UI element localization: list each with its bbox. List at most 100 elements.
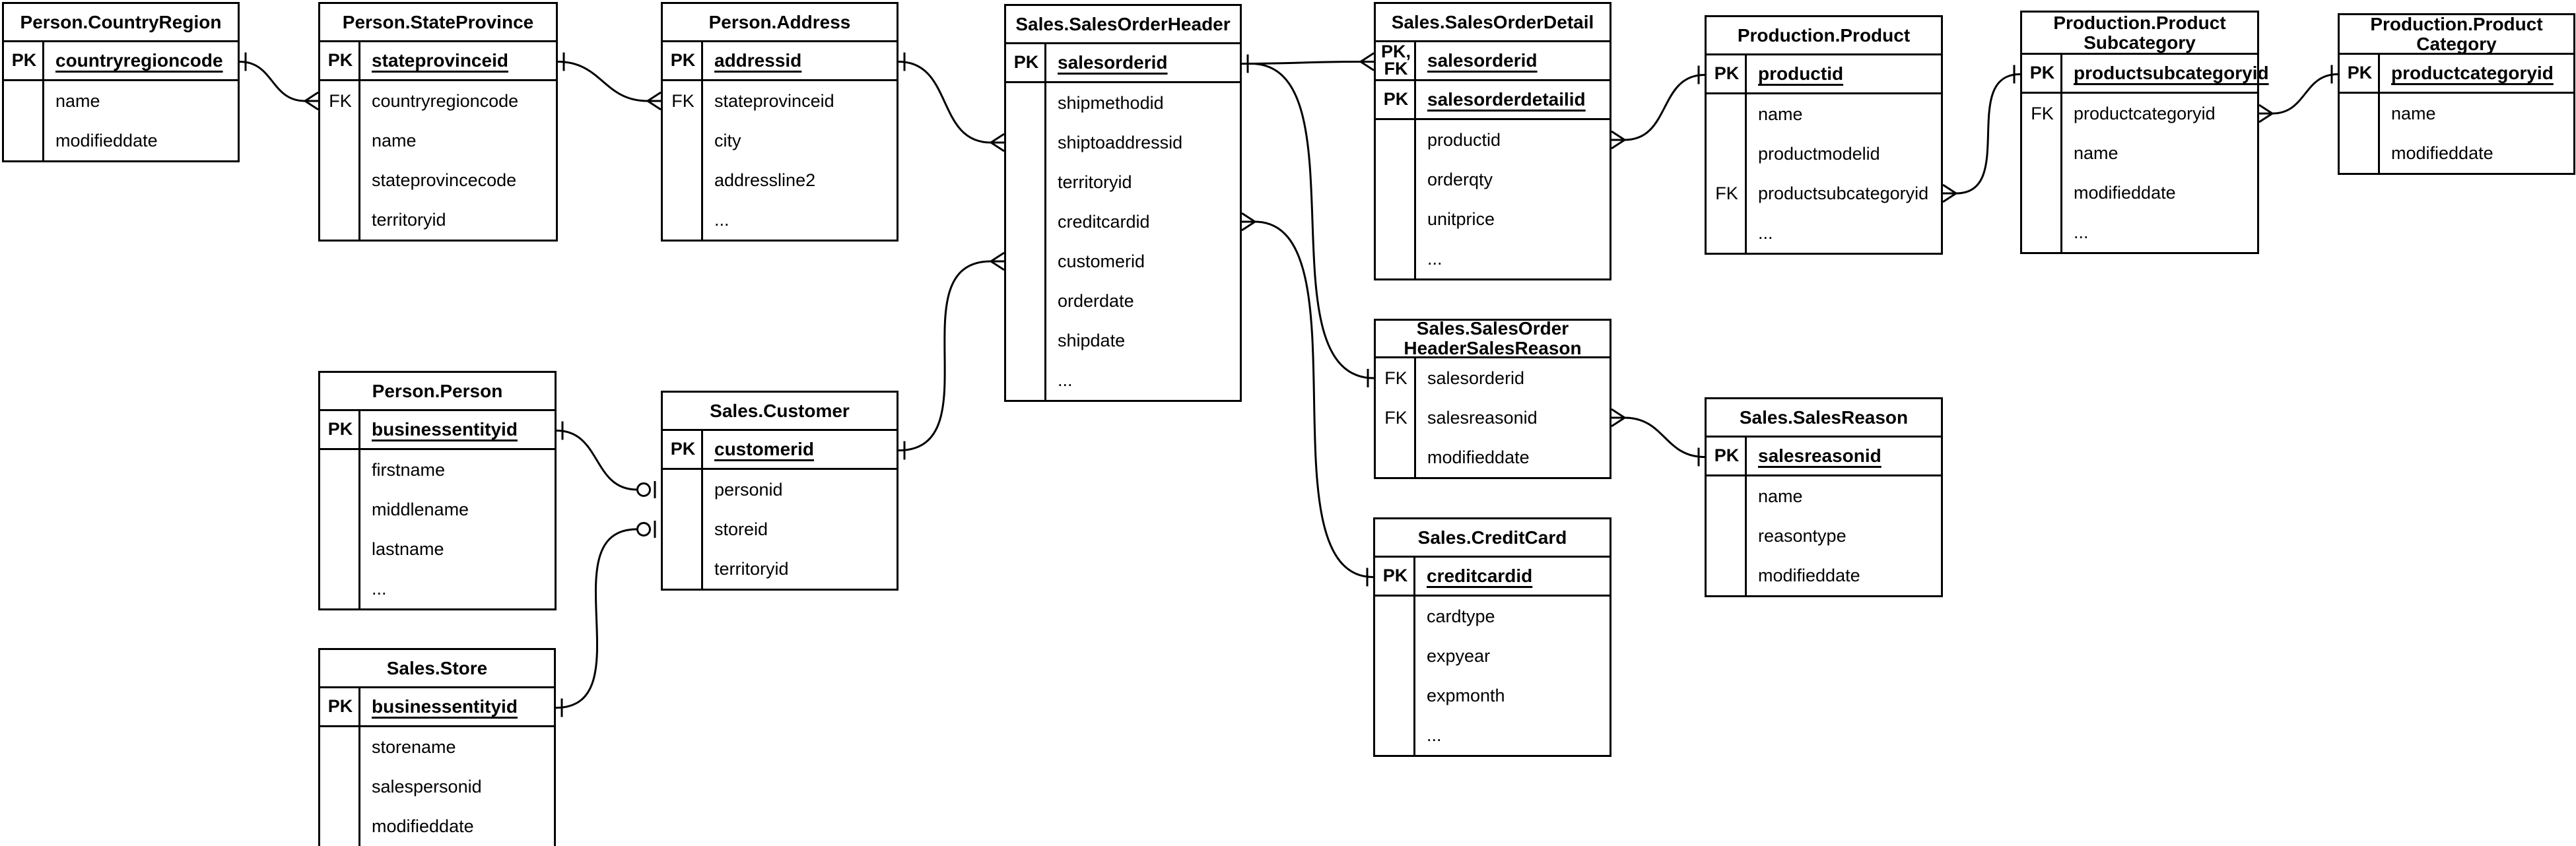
attribute-row: reasontype — [1707, 516, 1941, 556]
key-field: creditcardid — [1427, 566, 1533, 586]
entity-title: Production.Product — [1707, 17, 1941, 55]
cardinality-zero-circle-sales_store-sales_customer[interactable] — [636, 522, 651, 537]
attr-field: name — [1758, 486, 1803, 506]
relationship-sales_salesorderheadersalesreason-sales_salesreason[interactable] — [1624, 416, 1705, 458]
attribute-row: ... — [320, 569, 555, 608]
attribute-row: orderdate — [1006, 281, 1240, 321]
key-field: addressid — [714, 50, 802, 71]
attribute-row: addressline2 — [663, 160, 897, 200]
attr-field: orderdate — [1058, 290, 1134, 311]
cardinality-many-crowfoot-person_stateprovince-person_address[interactable] — [646, 91, 661, 111]
cardinality-many-crowfoot-sales_salesorderdetail-production_product[interactable] — [1611, 130, 1627, 150]
attribute-row: name — [2022, 133, 2257, 173]
gutter-divider — [2060, 55, 2062, 252]
attribute-row: creditcardid — [1006, 202, 1240, 242]
attribute-row: city — [663, 121, 897, 160]
attr-field: city — [714, 130, 741, 150]
attr-field: personid — [714, 479, 783, 500]
attribute-row: shipmethodid — [1006, 83, 1240, 123]
attr-field: name — [1758, 104, 1803, 124]
attribute-row: middlename — [320, 490, 555, 529]
key-field: stateprovinceid — [372, 50, 508, 71]
attribute-row: territoryid — [1006, 162, 1240, 202]
gutter-divider — [2378, 55, 2380, 173]
cardinality-many-crowfoot-production_product-production_productsubcategory[interactable] — [1942, 183, 1958, 203]
entity-title: Sales.CreditCard — [1375, 519, 1610, 558]
attr-field: ... — [372, 578, 387, 599]
attr-field: storename — [372, 736, 456, 757]
relationship-sales_salesorderheader-sales_salesorderheadersalesreason[interactable] — [1250, 63, 1374, 379]
key-tag: PK — [327, 696, 353, 717]
cardinality-many-crowfoot-sales_salesorderheader-sales_creditcard[interactable] — [1241, 212, 1257, 232]
relationship-sales_salesorderheader-sales_creditcard[interactable] — [1254, 220, 1374, 578]
cardinality-many-crowfoot-person_address-sales_salesorderheader[interactable] — [989, 133, 1005, 152]
entity-title: Sales.SalesOrder HeaderSalesReason — [1376, 319, 1610, 358]
attr-field: expmonth — [1427, 685, 1505, 705]
cardinality-many-crowfoot-sales_salesorderheadersalesreason-sales_salesreason[interactable] — [1611, 408, 1627, 428]
cardinality-many-crowfoot-person_countryregion-person_stateprovince[interactable] — [303, 91, 319, 111]
cardinality-many-crowfoot-sales_customer-sales_salesorderheader[interactable] — [989, 251, 1005, 271]
key-field: salesreasonid — [1758, 445, 1881, 466]
attribute-row: ... — [1375, 715, 1610, 755]
attribute-row: name — [2340, 94, 2573, 133]
cardinality-zero-circle-person_person-sales_customer[interactable] — [636, 482, 651, 497]
gutter-divider — [701, 42, 703, 240]
entity-title: Person.Address — [663, 4, 897, 42]
relationship-sales_customer-sales_salesorderheader[interactable] — [898, 260, 992, 451]
relationship-sales_store-sales_customer[interactable] — [555, 528, 638, 709]
attribute-row: unitprice — [1376, 199, 1610, 239]
cardinality-many-crowfoot-production_productsubcategory-production_productcategory[interactable] — [2258, 104, 2274, 123]
attribute-row: modifieddate — [1707, 556, 1941, 595]
relationship-person_countryregion-person_stateprovince[interactable] — [239, 61, 306, 102]
entity-title: Sales.Customer — [663, 393, 897, 431]
key-field: countryregioncode — [55, 50, 223, 71]
attribute-row: expmonth — [1375, 676, 1610, 715]
relationship-person_address-sales_salesorderheader[interactable] — [898, 61, 992, 144]
relationship-person_stateprovince-person_address[interactable] — [557, 61, 648, 102]
relationship-production_productsubcategory-production_productcategory[interactable] — [2272, 73, 2338, 115]
attr-field: name — [372, 130, 417, 150]
key-tag: PK — [670, 439, 696, 459]
entity-title: Production.Product Category — [2340, 14, 2573, 55]
relationship-production_product-production_productsubcategory[interactable] — [1955, 73, 2021, 195]
attr-field: ... — [2074, 222, 2089, 242]
relationship-sales_salesorderdetail-production_product[interactable] — [1624, 74, 1705, 141]
relationship-person_person-sales_customer[interactable] — [556, 430, 638, 491]
cardinality-many-crowfoot-sales_salesorderheader-sales_salesorderdetail[interactable] — [1359, 52, 1374, 71]
key-tag: PK — [1382, 566, 1408, 586]
